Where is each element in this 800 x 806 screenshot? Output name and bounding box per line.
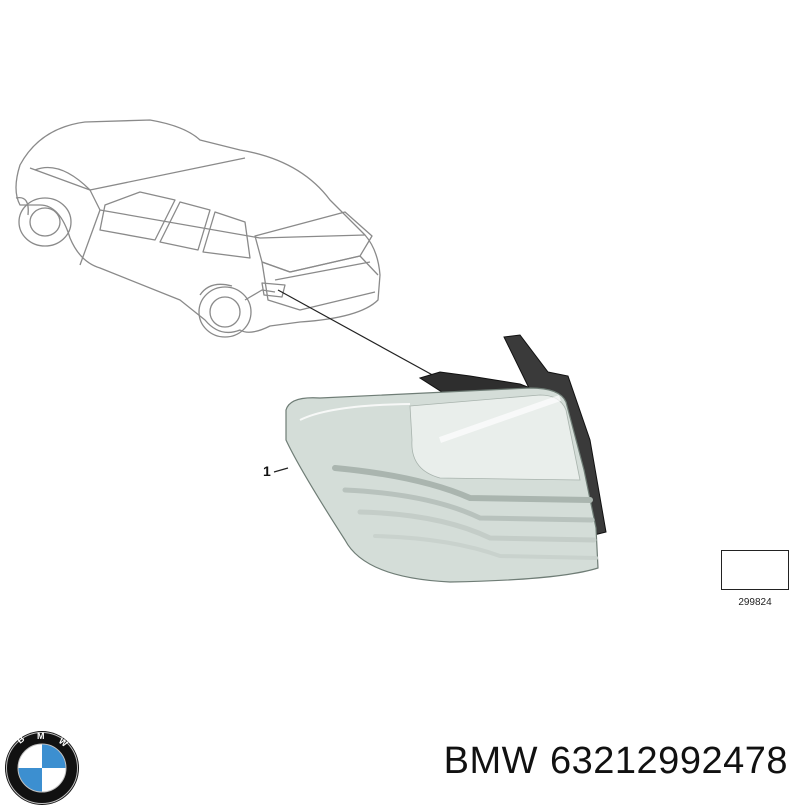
brand-part-line: BMW 63212992478 — [444, 740, 788, 783]
symbol-box — [721, 550, 789, 590]
car-illustration — [15, 119, 381, 338]
part-number: 63212992478 — [550, 740, 788, 782]
brand-name: BMW — [443, 740, 539, 782]
bmw-logo-icon: B M W — [5, 731, 79, 805]
symbol-code: 299824 — [738, 597, 772, 608]
callout-line-1 — [273, 467, 289, 473]
tail-light-part — [285, 334, 607, 583]
svg-text:M: M — [37, 731, 45, 741]
svg-text:B: B — [15, 733, 27, 745]
footer: B M W BMW 63212992478 — [0, 710, 800, 805]
leader-line — [277, 289, 439, 379]
callout-label-1: 1 — [263, 463, 271, 479]
